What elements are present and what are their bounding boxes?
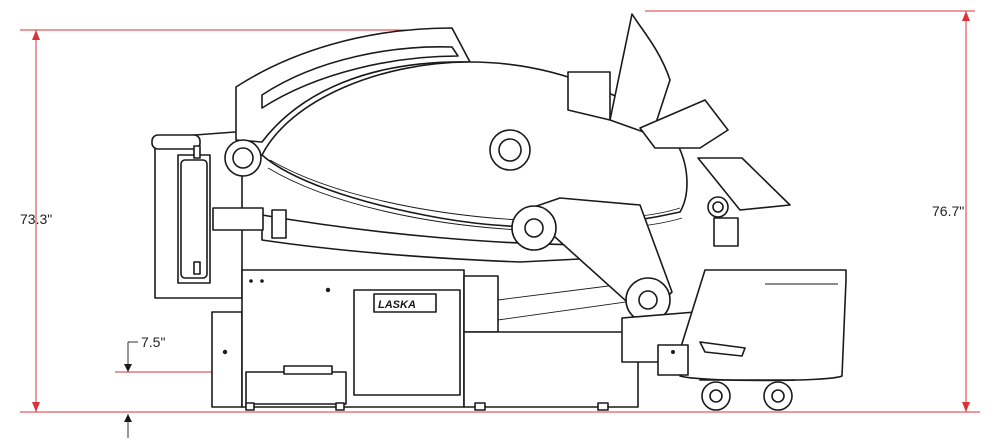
dimension-lines xyxy=(20,10,980,438)
base-cabinet: LASKA xyxy=(241,269,641,411)
clearance-label: 7.5" xyxy=(141,334,165,350)
brand-label: LASKA xyxy=(378,299,416,311)
hopper-lid xyxy=(567,13,791,247)
left-column xyxy=(151,131,243,408)
discharge-bowl xyxy=(657,269,847,411)
left-height-label: 73.3" xyxy=(20,211,52,227)
right-height-label: 76.7" xyxy=(932,203,964,219)
